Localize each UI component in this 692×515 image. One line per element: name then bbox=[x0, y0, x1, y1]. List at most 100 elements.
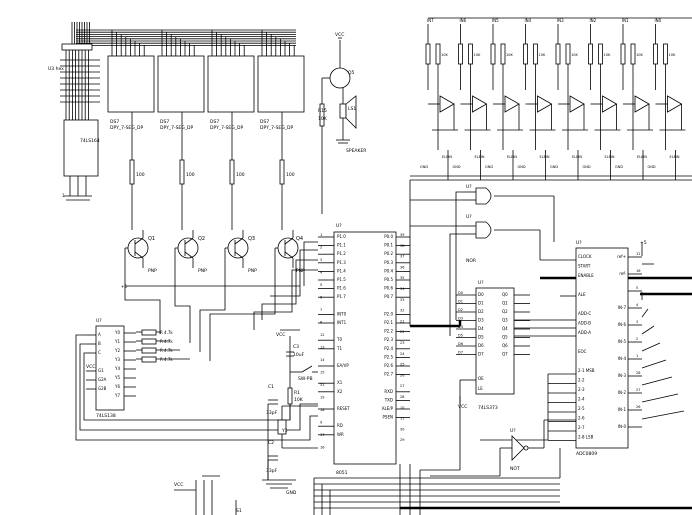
shift-register: 74LS164 U3 hex bbox=[48, 66, 100, 144]
latch-oe: OE bbox=[478, 376, 484, 381]
decoder-resistor bbox=[141, 338, 157, 345]
mcu-right-num: 37 bbox=[400, 255, 404, 259]
mcu-left-pin: P1.7 bbox=[337, 294, 346, 299]
mcu-left-num: 6 bbox=[320, 296, 322, 300]
bus-lines bbox=[400, 276, 692, 510]
sensor-res-value: 10K bbox=[474, 53, 481, 57]
wire bbox=[641, 342, 661, 352]
adc-right-pin: ref- bbox=[619, 271, 626, 276]
decoder-left-pin: G2B bbox=[98, 386, 107, 391]
latch-d-pin: D0 bbox=[478, 292, 484, 297]
latch-net: D1 bbox=[458, 300, 463, 304]
mcu-right-pin: P2.0 bbox=[384, 311, 393, 316]
q2-type: PNP bbox=[198, 268, 207, 274]
buzzer-vcc: VCC bbox=[335, 32, 344, 38]
bottom-s1: S1 bbox=[236, 508, 242, 514]
decoder-right-pin: Y6 bbox=[114, 384, 120, 389]
seg-res-value-1: 100 bbox=[136, 172, 145, 178]
sensor-node: ELEIN bbox=[605, 155, 615, 159]
reset-resistor: R1 bbox=[294, 390, 300, 396]
wires bbox=[60, 17, 692, 515]
mcu-right-pin: PSEN bbox=[383, 415, 393, 420]
wire bbox=[253, 269, 318, 330]
display-4-part: DPY_7-SEG_DP bbox=[260, 125, 293, 131]
adc-right-pin: IN-3 bbox=[618, 373, 627, 378]
adc-pin-num: 16 bbox=[636, 269, 640, 273]
decoder-left-pin: C bbox=[98, 350, 101, 355]
decoder-res-3: R 4.7k bbox=[160, 348, 173, 353]
adc-plus: +5 bbox=[640, 240, 647, 246]
wire bbox=[174, 290, 191, 343]
adc-pin-num: 26 bbox=[636, 405, 640, 409]
mcu-right-num: 33 bbox=[400, 298, 404, 302]
adc-left-pin: ALE bbox=[578, 292, 586, 297]
mcu-left-num: 7 bbox=[320, 308, 322, 312]
clock-gnd: GND bbox=[286, 490, 297, 496]
wire bbox=[134, 237, 144, 245]
decoder-res-4: R 4.7k bbox=[160, 357, 173, 362]
adc-right-pin: IN-2 bbox=[618, 390, 627, 395]
seg-res-value-2: 100 bbox=[186, 172, 195, 178]
clock-reset-circuit: VCC C3 10uF SW-PB R1 10K C1 33pF Y1 C2 3… bbox=[266, 332, 313, 496]
adc-left-pin: 2-2 bbox=[578, 378, 585, 383]
cap-c1: C1 bbox=[268, 384, 274, 390]
wire bbox=[449, 233, 462, 336]
comparator bbox=[504, 95, 520, 113]
mcu-left-num: 1 bbox=[320, 233, 322, 237]
mcu-left-num: 17 bbox=[320, 433, 324, 437]
adc-right-pin: IN-4 bbox=[618, 356, 627, 361]
sensor-node: ELEIN bbox=[540, 155, 550, 159]
latch-d-pin: D3 bbox=[478, 318, 484, 323]
wire bbox=[303, 241, 318, 286]
mcu-pins: P1.0P1.1P1.2P1.3P1.4P1.5P1.6P1.7INT0INT1… bbox=[320, 233, 405, 450]
wire bbox=[184, 251, 194, 259]
sensor-ref: IN7 bbox=[427, 18, 434, 23]
mcu-right-pin: P2.6 bbox=[384, 363, 393, 368]
mcu-right-num: 36 bbox=[400, 265, 404, 269]
crystal-label: Y1 bbox=[281, 428, 288, 434]
mcu-right-pin: P0.7 bbox=[384, 294, 393, 299]
adc-right-pin: IN-1 bbox=[618, 407, 627, 412]
display-4: DS7 DPY_7-SEG_DP bbox=[257, 55, 305, 131]
sensor-res-value: 10K bbox=[604, 53, 611, 57]
sensor-resistor bbox=[490, 43, 496, 65]
comparator bbox=[439, 95, 455, 113]
mcu-left-num: 14 bbox=[320, 358, 325, 362]
transistor-body bbox=[177, 237, 199, 259]
display-2: DS7 DPY_7-SEG_DP bbox=[157, 55, 205, 131]
wire bbox=[301, 365, 313, 373]
mcu-left-num: 12 bbox=[320, 333, 324, 337]
decoder-chip-name: 74LS138 bbox=[96, 413, 116, 419]
adc-left-pin: EOC bbox=[578, 349, 587, 354]
sensor-gnd: GND bbox=[550, 165, 558, 169]
mcu-right-pin: P0.5 bbox=[384, 277, 393, 282]
mcu-right-pin: P2.4 bbox=[384, 346, 393, 351]
wire bbox=[261, 259, 318, 320]
adc-left-pin: ADD-C bbox=[578, 311, 591, 316]
decoder-resistor bbox=[141, 347, 157, 354]
mcu-right-pin: P0.4 bbox=[384, 268, 393, 273]
sensor-resistor bbox=[500, 43, 506, 65]
shift-register-label: 74LS164 bbox=[80, 138, 100, 144]
segment-resistor-labels: 100 100 100 100 bbox=[136, 172, 295, 178]
mcu-right-pin: P0.6 bbox=[384, 286, 393, 291]
wire bbox=[284, 237, 294, 245]
display-1-part: DPY_7-SEG_DP bbox=[110, 125, 143, 131]
sensor-node: ELEIN bbox=[637, 155, 647, 159]
sensor-resistor bbox=[653, 43, 658, 65]
sensor-resistor bbox=[458, 43, 463, 65]
sensor-ref: IN2 bbox=[590, 18, 597, 23]
sensor-node: ELEIN bbox=[442, 155, 452, 159]
latch-q-pin: Q2 bbox=[502, 309, 508, 314]
wire bbox=[124, 290, 161, 334]
display-3-ref: DS7 bbox=[210, 119, 219, 125]
display-4-ref: DS7 bbox=[260, 119, 269, 125]
speaker-coil bbox=[339, 103, 347, 119]
mcu-right-num: 24 bbox=[400, 352, 405, 356]
segment-resistor bbox=[229, 159, 235, 185]
adc-right-pin: IN-0 bbox=[618, 424, 627, 429]
q1-label: Q1 bbox=[148, 236, 155, 242]
bottom-power: VCC S1 bbox=[174, 482, 242, 514]
mcu-right-pin: P2.7 bbox=[384, 372, 393, 377]
